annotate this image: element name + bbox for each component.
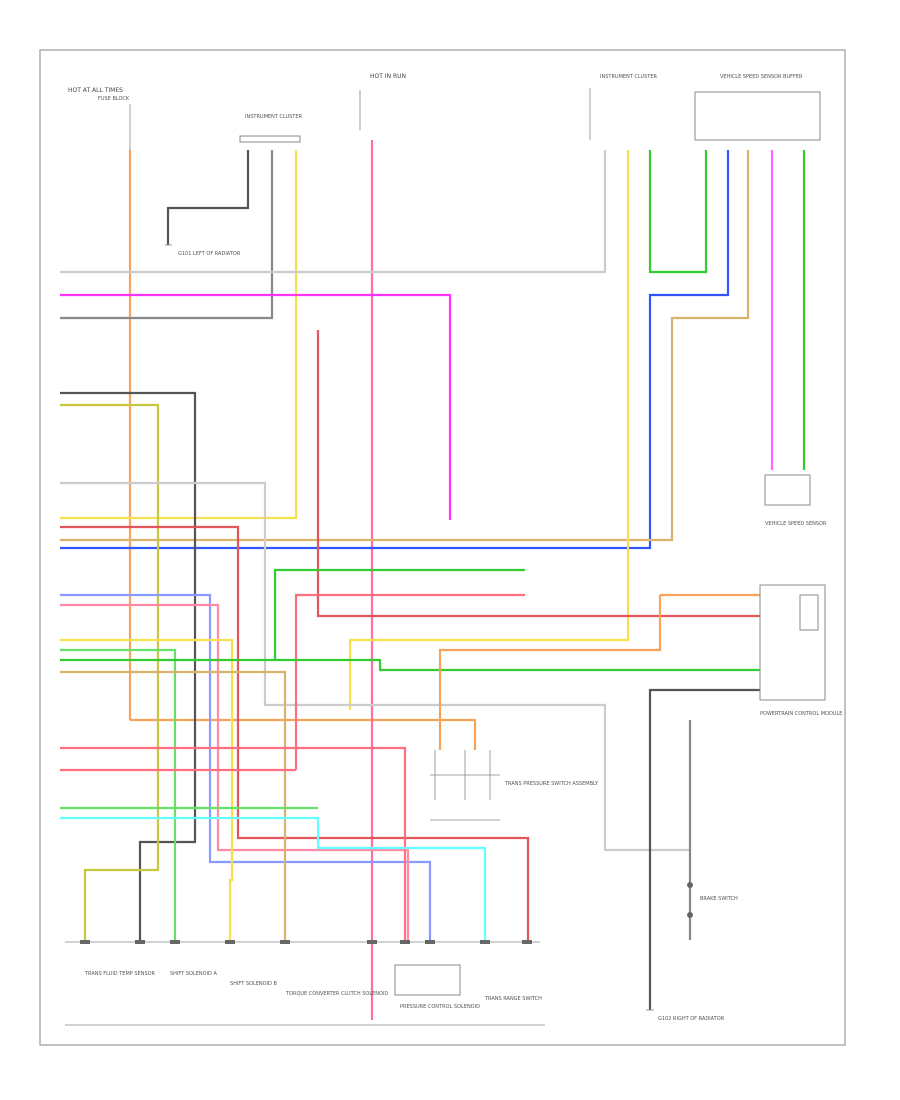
top-left-label-block: HOT AT ALL TIMES FUSE BLOCK [68,87,131,150]
wire-yellow-cluster [60,150,298,520]
label-brake-switch: BRAKE SWITCH [700,896,738,902]
relay-switch [799,594,819,631]
pin-10 [522,940,532,944]
wire-pink-group [60,603,410,940]
wire-tan-vss [60,150,750,542]
wire-green-vss [648,150,708,274]
label-ground-left: G101 LEFT OF RADIATOR [178,251,241,257]
top-center-label-block: INSTRUMENT CLUSTER [239,114,303,143]
label-shift-b: SHIFT SOLENOID B [230,981,277,987]
brake-switch-contact-2 [687,912,693,918]
brake-switch-contact-1 [687,882,693,888]
label-pcm: POWERTRAIN CONTROL MODULE [760,711,842,717]
wire-yellow-lower [60,638,234,940]
label-ground-right: G102 RIGHT OF RADIATOR [658,1016,725,1022]
wire-green-lower [60,648,177,940]
vss-buffer-box [694,91,821,141]
wire-black-right [648,688,760,1010]
top-right-label-block: INSTRUMENT CLUSTER VEHICLE SPEED SENSOR … [589,74,821,141]
pressure-control-box [394,964,461,996]
wire-blue-vss [60,150,730,550]
ground-symbols: G101 LEFT OF RADIATOR G102 RIGHT OF RADI… [165,244,725,1022]
cluster-connector [239,135,301,143]
label-cluster-right: INSTRUMENT CLUSTER [600,74,658,80]
label-hot-in-run: HOT IN RUN [370,73,406,80]
wire-tan-lower [60,670,287,940]
pin-6 [367,940,377,944]
hot-in-run-block: HOT IN RUN [359,73,406,130]
label-trans-fluid-temp: TRANS FLUID TEMP SENSOR [84,971,156,977]
fuel-pump-relay: POWERTRAIN CONTROL MODULE [759,584,842,717]
label-pressure-control: PRESSURE CONTROL SOLENOID [400,1004,480,1010]
pin-7 [400,940,410,944]
wire-green-long [60,658,760,672]
brake-switch: BRAKE SWITCH [687,882,738,918]
label-fuse-block: FUSE BLOCK [98,96,130,102]
wire-olivegreen [60,403,160,940]
wire-layer [60,140,806,1026]
bottom-component-labels: TRANS FLUID TEMP SENSOR SHIFT SOLENOID A… [84,964,542,1010]
wire-magenta [60,293,452,520]
pin-5 [280,940,290,944]
wire-black-left [60,391,197,940]
label-shift-a: SHIFT SOLENOID A [170,971,217,977]
wire-red-pcm [316,330,760,618]
wire-white-top [60,150,607,274]
wire-pink-mid [294,593,525,770]
pin-1 [80,940,90,944]
label-vss-buffer: VEHICLE SPEED SENSOR BUFFER [720,74,803,80]
pin-4 [225,940,235,944]
label-tcc: TORQUE CONVERTER CLUTCH SOLENOID [285,991,388,997]
trans-pressure-switch: TRANS PRESSURE SWITCH ASSEMBLY [430,750,599,821]
label-vss: VEHICLE SPEED SENSOR [765,521,827,527]
bottom-connectors [80,940,532,944]
pin-3 [170,940,180,944]
wire-gray-cluster [60,150,274,320]
pin-2 [135,940,145,944]
pin-9 [480,940,490,944]
wire-lightblue [60,593,432,940]
diagram-frame [39,49,846,1046]
vss-sensor: VEHICLE SPEED SENSOR [764,474,827,527]
wire-cyan [60,816,487,940]
wire-orange-right2 [438,595,662,750]
label-hot-all-times: HOT AT ALL TIMES [68,87,123,94]
wire-black-cluster [166,150,250,245]
wire-white-mid [60,481,690,852]
vss-sensor-body [764,474,811,506]
wire-green-mid [273,568,525,660]
wire-yellow-right [348,150,630,710]
label-trans-range: TRANS RANGE SWITCH [484,996,542,1002]
wire-pink-lower [60,746,407,940]
wire-orange-branch [130,718,477,750]
wire-red-horiz [60,525,530,940]
label-trans-pressure-switch: TRANS PRESSURE SWITCH ASSEMBLY [504,781,599,787]
label-instrument-cluster: INSTRUMENT CLUSTER [245,114,303,120]
pin-8 [425,940,435,944]
